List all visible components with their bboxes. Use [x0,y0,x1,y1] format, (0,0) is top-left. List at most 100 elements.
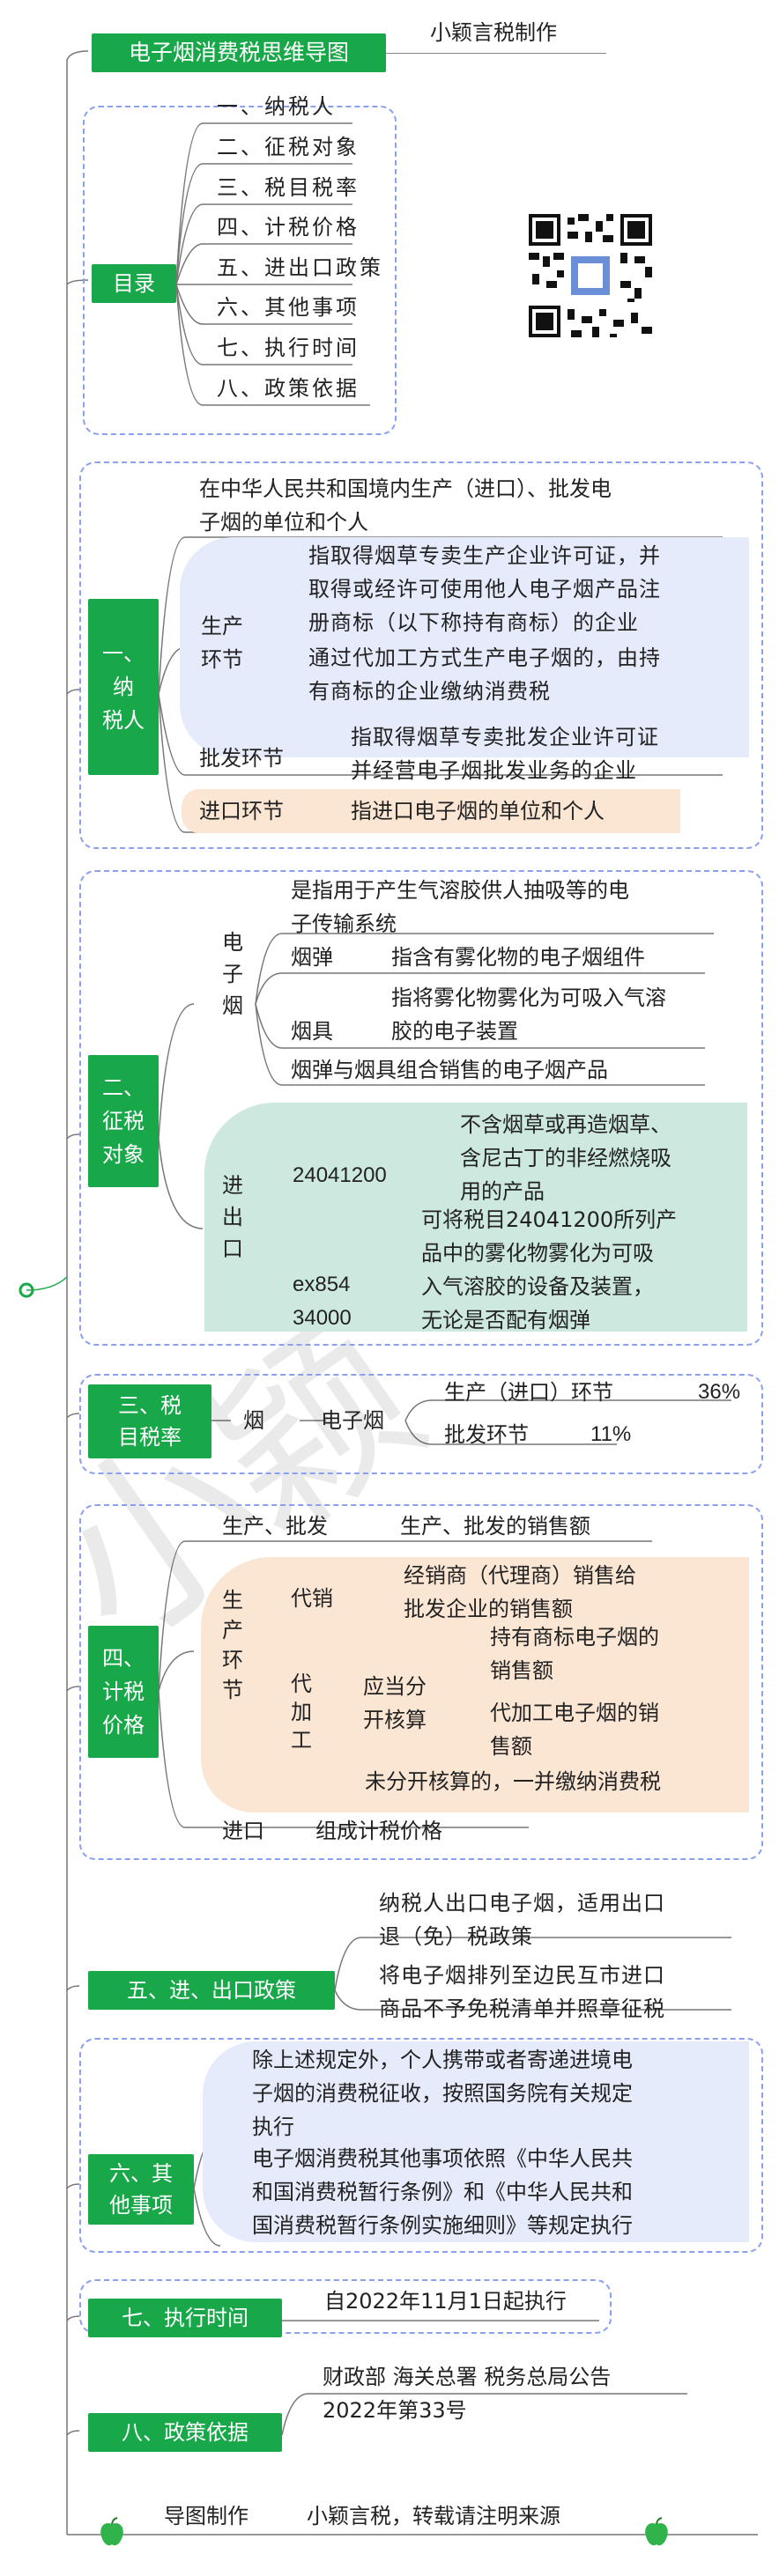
toc-item[interactable]: 四、计税价格 [217,215,360,240]
s1-production-1-line: 取得或经许可使用他人电子烟产品注 [308,577,661,602]
section-1-label-line: 税人 [102,708,145,733]
apple-icon [100,2517,123,2546]
s4-oem-label: 代 加 工 [291,1670,312,1754]
s3-rate-2: 11% [590,1422,632,1446]
s5-policy-2-line: 将电子烟排列至边民互市进口 [379,1963,665,1988]
section-8-label: 八、政策依据 [88,2413,282,2452]
toc-item[interactable]: 三、税目税率 [217,175,360,200]
s2-code-2-line: ex854 [293,1273,351,1296]
section-5-label: 五、进、出口政策 [88,1971,335,2010]
qr-code [525,210,656,342]
toc-item[interactable]: 二、征税对象 [217,135,360,159]
s4-separate-label: 应当分 开核算 [363,1670,427,1737]
footer-text: 小颖言税，转载请注明来源 [307,2504,560,2528]
s4-import-label: 进口 [222,1819,264,1843]
s4-production-bg [201,1557,749,1812]
s1-intro-line: 子烟的单位和个人 [199,510,368,535]
s6-para-1-line: 除上述规定外，个人携带或者寄递进境电 [252,2048,633,2072]
section-1-label: 一、 纳 税人 [88,599,159,775]
section-2-label: 二、 征税 对象 [88,1055,159,1187]
s4-agent: 经销商（代理商）销售给 批发企业的销售额 [404,1559,636,1626]
s2-code-2-desc-line: 入气溶胶的设备及装置， [421,1274,654,1299]
s2-ecig-label-line: 电 [222,930,243,955]
apple-icon [645,2517,668,2546]
section-4-label-line: 计税 [102,1679,145,1704]
s4-oem-label-line: 加 [291,1700,312,1724]
s2-ecig-def-line: 子传输系统 [291,912,397,936]
s5-policy-1-line: 退（免）税政策 [379,1924,533,1949]
s8-basis-line: 财政部 海关总署 税务总局公告 [323,2365,612,2389]
s2-code-2-desc-line: 无论是否配有烟弹 [421,1308,590,1332]
s5-policy-2: 将电子烟排列至边民互市进口 商品不予免税清单并照章征税 [379,1959,665,2026]
section-4-frame [79,1504,763,1860]
section-6-label-line: 六、其 [109,2161,173,2186]
s2-ecig-label: 电 子 烟 [222,926,243,1022]
s2-code-1-desc: 不含烟草或再造烟草、 含尼古丁的非经燃烧吸 用的产品 [460,1108,671,1208]
s8-basis-line: 2022年第33号 [323,2398,467,2423]
s1-production-2-line: 通过代加工方式生产电子烟的，由持 [308,646,661,670]
s4-agent-label: 代销 [291,1586,333,1611]
section-6-frame [79,2038,763,2253]
s2-ecig-def-line: 是指用于产生气溶胶供人抽吸等的电 [291,878,629,903]
s4-separate-1-line: 持有商标电子烟的 [490,1625,659,1650]
section-2-frame [79,870,763,1346]
s1-intro-line: 在中华人民共和国境内生产（进口）、批发电 [199,476,612,501]
s2-code-2-line: 34000 [293,1306,352,1330]
section-3-label-line: 三、税 [118,1393,182,1418]
s1-wholesale-line: 并经营电子烟批发业务的企业 [351,758,637,783]
s6-bg [203,2041,749,2242]
s5-policy-1-line: 纳税人出口电子烟，适用出口 [379,1891,665,1915]
s2-code-1-desc-line: 不含烟草或再造烟草、 [460,1112,671,1137]
s6-para-2-line: 电子烟消费税其他事项依照《中华人民共 [252,2146,633,2171]
s8-basis: 财政部 海关总署 税务总局公告 2022年第33号 [323,2360,611,2427]
section-4-label: 四、 计税 价格 [88,1626,159,1758]
toc-item[interactable]: 八、政策依据 [217,376,360,401]
section-1-label-line: 纳 [113,675,134,699]
footer-label: 导图制作 [164,2504,249,2528]
s1-import: 指进口电子烟的单位和个人 [351,799,605,823]
map-title: 电子烟消费税思维导图 [92,33,386,72]
toc-item[interactable]: 一、纳税人 [217,94,336,119]
s2-io-label-line: 进 [222,1173,243,1198]
s2-code-2-desc-line: 可将税目24041200所列产 [421,1207,678,1232]
s2-code-1: 24041200 [293,1163,387,1187]
s6-para-2: 电子烟消费税其他事项依照《中华人民共 和国消费税暂行条例》和《中华人民共和 国消… [252,2142,633,2242]
s4-separate-2-line: 售额 [490,1734,532,1759]
section-2-label-line: 二、 [102,1075,145,1100]
toc-frame [83,106,397,435]
s4-production-label: 生 产 环 节 [222,1585,243,1705]
s4-separate-label-line: 开核算 [363,1708,427,1732]
s5-policy-1: 纳税人出口电子烟，适用出口 退（免）税政策 [379,1886,665,1953]
s2-io-bg [204,1103,747,1332]
author-label: 小颖言税制作 [430,20,557,45]
toc-item[interactable]: 六、其他事项 [217,295,360,320]
s2-io-label-line: 出 [222,1205,243,1229]
s2-device-line: 胶的电子装置 [391,1019,518,1044]
header-underline [386,53,606,54]
section-2-label-line: 征税 [102,1109,145,1133]
s7-date: 自2022年11月1日起执行 [324,2289,567,2314]
toc-item[interactable]: 七、执行时间 [217,336,360,360]
map-title-text: 电子烟消费税思维导图 [128,40,349,65]
section-4-label-line: 四、 [102,1646,145,1671]
s2-code-1-desc-line: 用的产品 [460,1179,545,1204]
s6-para-2-line: 和国消费税暂行条例》和《中华人民共和 [252,2180,633,2204]
section-3-label-line: 目税率 [118,1425,182,1450]
s2-ecig-label-line: 烟 [222,993,243,1018]
section-7-frame [79,2279,612,2334]
toc-item[interactable]: 五、进出口政策 [217,255,383,280]
s4-separate-label-line: 应当分 [363,1674,427,1699]
s4-no-separate: 未分开核算的，一并缴纳消费税 [365,1769,661,1794]
s4-production-label-line: 产 [222,1618,243,1642]
s1-production-2-line: 有商标的企业缴纳消费税 [308,679,551,704]
s4-oem-label-line: 代 [291,1672,312,1696]
s4-agent-line: 经销商（代理商）销售给 [404,1563,636,1588]
s1-production-label-line: 环节 [201,647,243,672]
s4-production-label-line: 节 [222,1678,243,1702]
s2-ecig-label-line: 子 [222,962,243,986]
s4-separate-1-line: 销售额 [490,1658,553,1683]
s6-para-1: 除上述规定外，个人携带或者寄递进境电 子烟的消费税征收，按照国务院有关规定 执行 [252,2043,633,2144]
toc-label: 目录 [92,264,176,303]
s1-production-label-line: 生产 [201,614,243,638]
s3-item: 烟 [243,1408,264,1433]
